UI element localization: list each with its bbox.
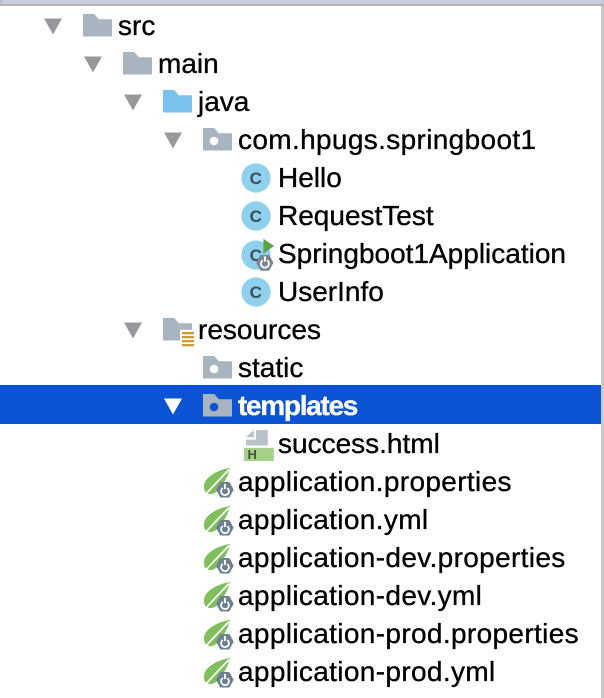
svg-text:H: H [248, 447, 257, 461]
svg-text:C: C [250, 207, 262, 226]
svg-text:C: C [250, 283, 262, 302]
svg-text:C: C [250, 169, 262, 188]
